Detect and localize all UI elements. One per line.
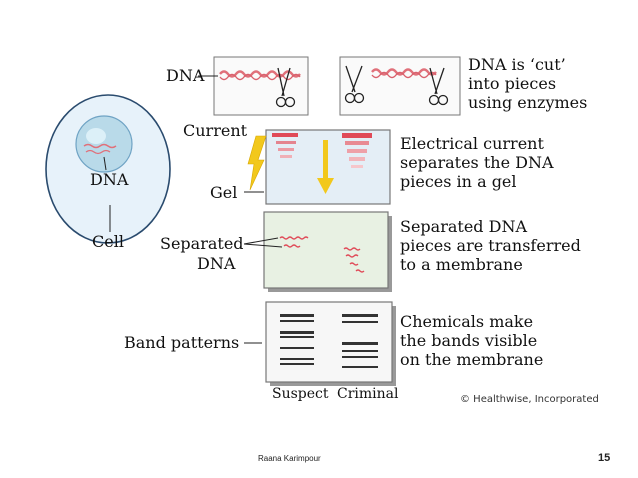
band-pattern-panel xyxy=(244,301,396,386)
label-criminal: Criminal xyxy=(337,386,399,402)
label-cell: Cell xyxy=(92,232,124,251)
scissors-icon xyxy=(428,67,449,106)
caption-chemicals-line: Chemicals make xyxy=(400,312,534,331)
caption-cut-line: into pieces xyxy=(468,73,557,93)
label-band-patterns: Band patterns xyxy=(124,333,240,352)
caption-current: Electrical current separates the DNA pie… xyxy=(400,134,554,192)
caption-current-line: Electrical current xyxy=(400,134,544,153)
caption-transfer: Separated DNA pieces are transferred to … xyxy=(400,217,581,275)
caption-current-line: pieces in a gel xyxy=(400,171,517,191)
label-separated-dna: DNA xyxy=(197,254,236,273)
caption-transfer-line: pieces are transferred xyxy=(400,235,581,255)
label-dna-strand: DNA xyxy=(166,66,205,85)
caption-cut: DNA is ‘cut’ into pieces using enzymes xyxy=(468,55,588,113)
caption-chemicals: Chemicals make the bands visible on the … xyxy=(400,312,544,370)
caption-transfer-line: Separated DNA xyxy=(400,217,528,236)
label-separated: Separated xyxy=(160,234,244,253)
label-gel: Gel xyxy=(210,183,238,202)
label-dna-in-cell: DNA xyxy=(90,170,129,189)
page-number: 15 xyxy=(598,452,611,464)
image-credit: © Healthwise, Incorporated xyxy=(460,394,599,405)
caption-transfer-line: to a membrane xyxy=(400,254,523,274)
caption-cut-line: using enzymes xyxy=(468,92,588,112)
caption-chemicals-line: on the membrane xyxy=(400,349,544,369)
label-current: Current xyxy=(183,121,248,140)
caption-chemicals-line: the bands visible xyxy=(400,330,538,350)
cell-illustration xyxy=(45,94,171,244)
caption-cut-line: DNA is ‘cut’ xyxy=(468,55,566,74)
caption-current-line: separates the DNA xyxy=(400,152,554,172)
footer-author: Raana Karimpour xyxy=(258,454,321,463)
scissors-icon xyxy=(275,67,296,108)
scissors-icon xyxy=(344,65,365,104)
cut-dna-panel xyxy=(339,56,461,116)
label-suspect: Suspect xyxy=(272,386,329,402)
dna-strand-panel xyxy=(198,56,309,116)
membrane-panel xyxy=(243,211,392,292)
gel-panel xyxy=(244,129,391,205)
